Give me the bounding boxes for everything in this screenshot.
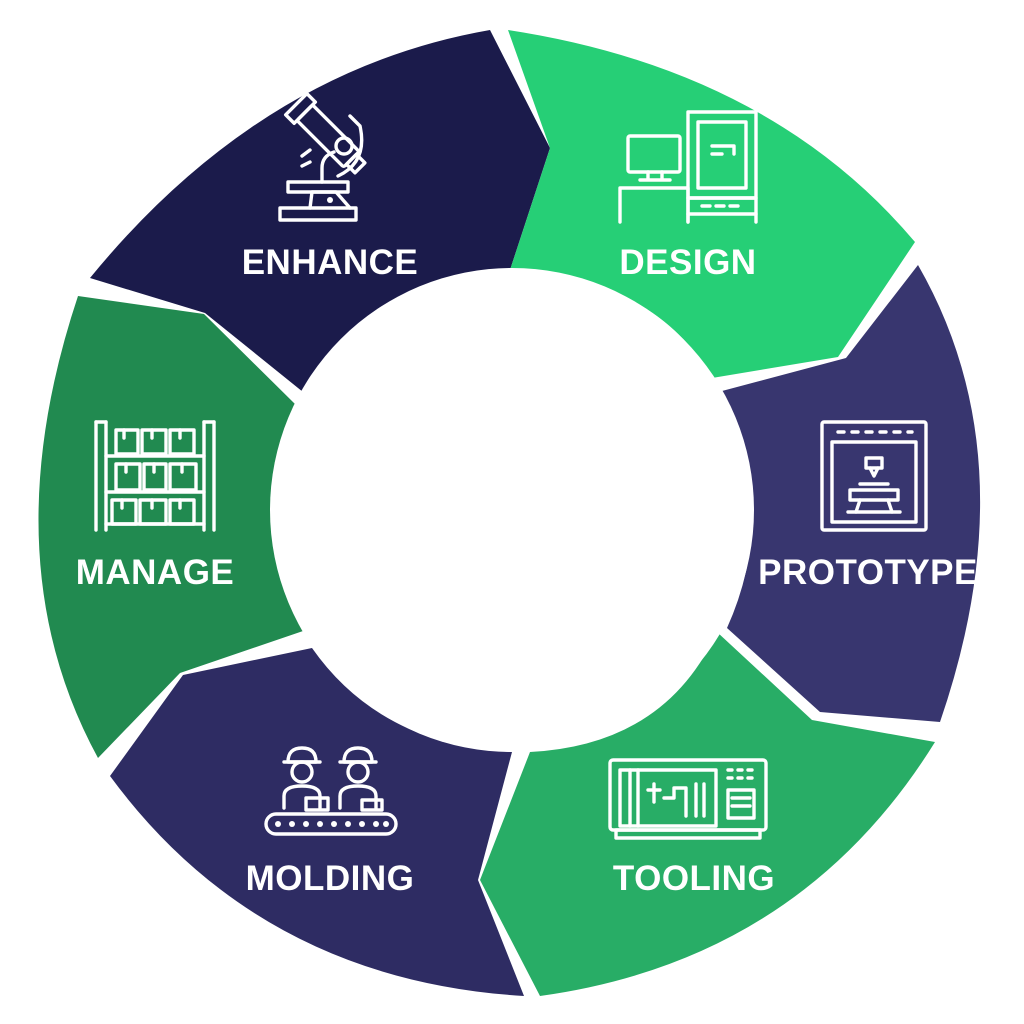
segment-prototype: PROTOTYPE	[722, 265, 981, 722]
segment-prototype-label: PROTOTYPE	[758, 553, 978, 592]
segment-enhance-label: ENHANCE	[242, 243, 419, 282]
segment-manage-label: MANAGE	[76, 553, 235, 592]
segment-molding-shape	[110, 648, 524, 996]
segment-tooling-label: TOOLING	[613, 859, 775, 898]
segment-enhance: ENHANCE	[90, 30, 550, 392]
segment-design-shape	[508, 30, 915, 378]
segment-enhance-shape	[90, 30, 550, 392]
segment-tooling-shape	[480, 632, 935, 996]
workers-conveyor-icon	[264, 746, 398, 836]
warehouse-shelf-icon	[94, 420, 216, 532]
segment-design-label: DESIGN	[619, 243, 756, 282]
workstation-icon	[618, 110, 758, 224]
segment-molding-label: MOLDING	[246, 859, 415, 898]
microscope-icon	[278, 91, 367, 222]
segment-manage: MANAGE	[38, 296, 306, 758]
segment-molding: MOLDING	[110, 648, 524, 996]
segment-manage-shape	[38, 296, 306, 758]
3d-printer-icon	[820, 420, 928, 532]
center-circle	[270, 268, 754, 752]
cnc-machine-icon	[608, 758, 768, 840]
segment-tooling: TOOLING	[480, 632, 935, 996]
segment-design: DESIGN	[508, 30, 915, 378]
